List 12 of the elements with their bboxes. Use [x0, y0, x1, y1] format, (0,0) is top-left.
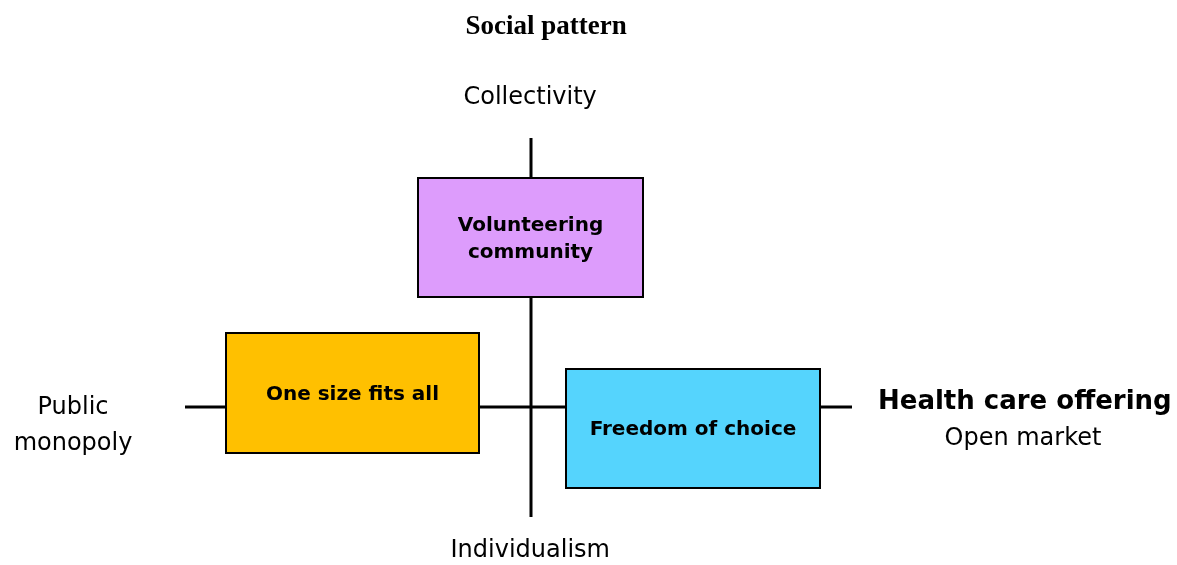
quadrant-box [417, 177, 644, 298]
axis-label: Open market [944, 423, 1102, 451]
axis-label: Individualism [450, 535, 610, 563]
box-label: One size fits all [265, 379, 440, 407]
axis-title: Health care offering [878, 385, 1172, 415]
axis-label: Public monopoly [12, 391, 134, 458]
box-label: Volunteering community [456, 210, 605, 265]
axis-label: Collectivity [463, 82, 597, 110]
quadrant-box [565, 368, 821, 489]
axis-title: Social pattern [465, 10, 627, 41]
quadrant-box [225, 332, 480, 454]
box-label: Freedom of choice [589, 415, 797, 442]
